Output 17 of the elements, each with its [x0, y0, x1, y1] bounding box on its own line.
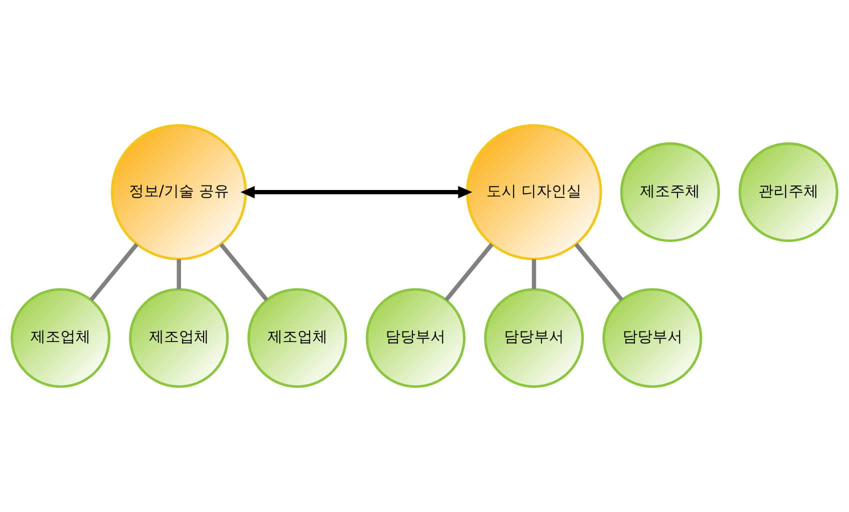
node-circle: 제조주체: [620, 142, 720, 242]
node-circle: 담당부서: [602, 288, 702, 388]
node-circle: 담당부서: [366, 288, 466, 388]
node-circle: 관리주체: [738, 142, 838, 242]
arrow: [240, 186, 472, 198]
connector: [574, 242, 624, 302]
node-circle: 제조업체: [10, 288, 110, 388]
connector: [90, 242, 138, 302]
connector: [444, 242, 494, 302]
node-circle: 도시 디자인실: [466, 124, 602, 260]
node-circle: 담당부서: [484, 288, 584, 388]
connector: [219, 242, 268, 302]
connector: [532, 259, 536, 290]
node-circle: 정보/기술 공유: [110, 124, 247, 260]
node-circle: 제조업체: [129, 288, 229, 388]
connector: [176, 259, 182, 290]
node-circle: 제조업체: [247, 288, 348, 388]
